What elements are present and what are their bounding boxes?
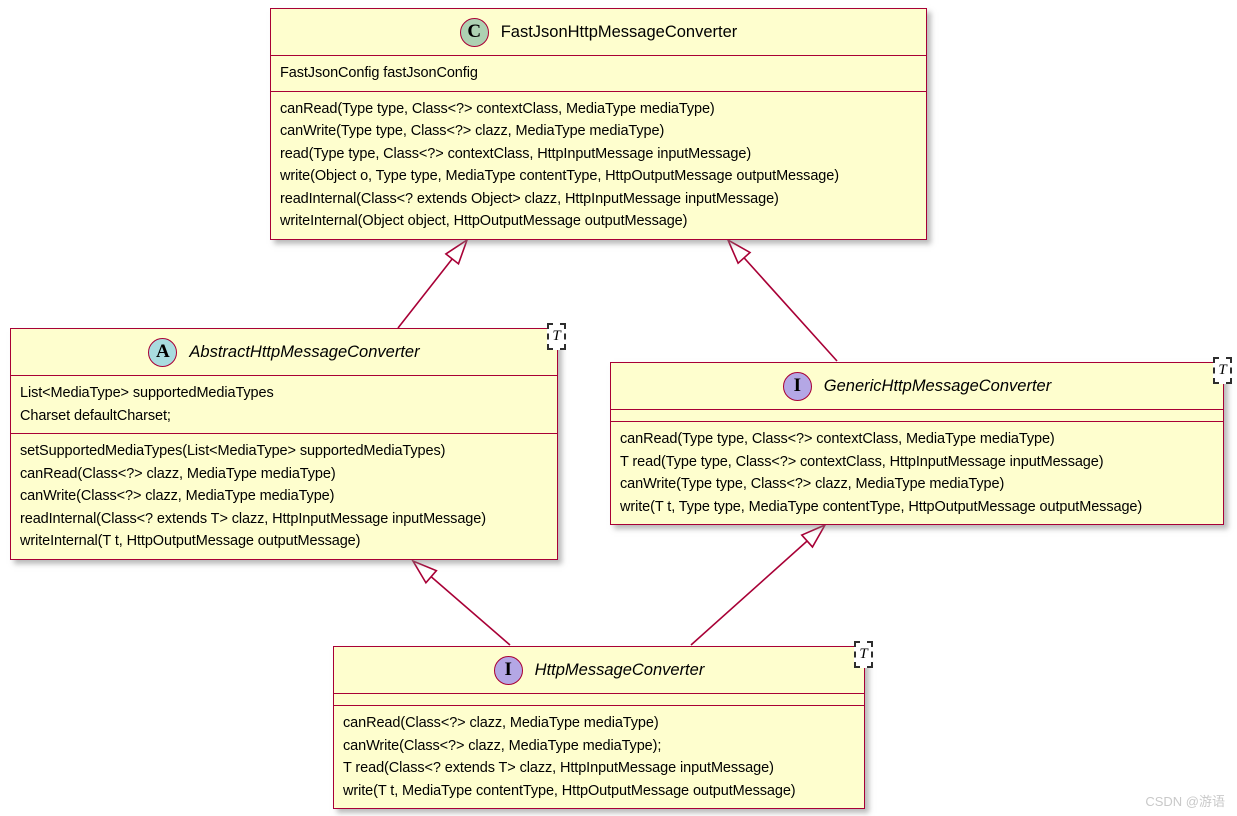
- member-line: canRead(Type type, Class<?> contextClass…: [280, 100, 715, 117]
- generalization-arrow-generic-to-fastjson: [726, 238, 838, 362]
- member-line: read(Type type, Class<?> contextClass, H…: [280, 145, 752, 162]
- template-parameter-box: T: [854, 641, 873, 668]
- member-line: readInternal(Class<? extends T> clazz, H…: [20, 510, 486, 527]
- member-line: canWrite(Class<?> clazz, MediaType media…: [20, 488, 335, 504]
- generalization-arrow-httpconv-to-abstract: [411, 559, 511, 646]
- class-name: HttpMessageConverter: [534, 660, 705, 679]
- member-line: canRead(Class<?> clazz, MediaType mediaT…: [343, 715, 659, 731]
- class-stereotype-icon: C: [459, 17, 489, 47]
- fields-section-empty: [611, 410, 1223, 422]
- member-line: readInternal(Class<? extends Object> cla…: [280, 190, 779, 207]
- methods-list: canRead(Type type, Class<?> contextClass…: [620, 428, 1214, 518]
- member-line: Charset defaultCharset;: [20, 407, 171, 424]
- class-name: AbstractHttpMessageConverter: [189, 342, 420, 361]
- methods-list: canRead(Class<?> clazz, MediaType mediaT…: [343, 712, 855, 802]
- methods-section: canRead(Class<?> clazz, MediaType mediaT…: [334, 706, 864, 808]
- member-line: canWrite(Type type, Class<?> clazz, Medi…: [620, 476, 1005, 492]
- member-line: FastJsonConfig fastJsonConfig: [280, 65, 478, 81]
- member-line: setSupportedMediaTypes(List<MediaType> s…: [20, 443, 446, 459]
- member-line: writeInternal(Object object, HttpOutputM…: [280, 213, 688, 229]
- class-title-bar: I GenericHttpMessageConverter: [611, 363, 1223, 410]
- class-name: FastJsonHttpMessageConverter: [500, 22, 738, 41]
- member-line: canRead(Type type, Class<?> contextClass…: [620, 431, 1055, 447]
- member-line: writeInternal(T t, HttpOutputMessage out…: [20, 533, 361, 549]
- member-line: write(T t, Type type, MediaType contentT…: [620, 498, 1143, 515]
- member-line: T read(Type type, Class<?> contextClass,…: [620, 453, 1104, 470]
- fields-list: FastJsonConfig fastJsonConfig: [280, 62, 917, 85]
- generalization-arrow-httpconv-to-generic: [690, 523, 827, 646]
- template-parameter-box: T: [547, 323, 566, 350]
- methods-list: setSupportedMediaTypes(List<MediaType> s…: [20, 440, 548, 553]
- methods-list: canRead(Type type, Class<?> contextClass…: [280, 98, 917, 233]
- member-line: T read(Class<? extends T> clazz, HttpInp…: [343, 760, 774, 776]
- template-parameter-box: T: [1213, 357, 1232, 384]
- watermark: CSDN @游语: [1145, 794, 1225, 809]
- generalization-arrow-abstract-to-fastjson: [397, 238, 469, 329]
- class-box-generichttpmessageconverter: T I GenericHttpMessageConverter canRead(…: [610, 357, 1232, 525]
- methods-section: canRead(Type type, Class<?> contextClass…: [611, 422, 1223, 524]
- class-box-fastjsonhttpmessageconverter: C FastJsonHttpMessageConverter FastJsonC…: [270, 8, 927, 240]
- abstract-stereotype-icon: A: [148, 337, 178, 367]
- methods-section: setSupportedMediaTypes(List<MediaType> s…: [11, 434, 557, 559]
- member-line: write(Object o, Type type, MediaType con…: [280, 168, 839, 184]
- member-line: List<MediaType> supportedMediaTypes: [20, 385, 274, 401]
- class-title-bar: C FastJsonHttpMessageConverter: [271, 9, 926, 56]
- member-line: canWrite(Class<?> clazz, MediaType media…: [343, 737, 662, 754]
- fields-section: FastJsonConfig fastJsonConfig: [271, 56, 926, 92]
- class-name: GenericHttpMessageConverter: [823, 376, 1052, 395]
- fields-section-empty: [334, 694, 864, 706]
- member-line: canRead(Class<?> clazz, MediaType mediaT…: [20, 465, 336, 482]
- member-line: write(T t, MediaType contentType, HttpOu…: [343, 782, 796, 799]
- class-box-httpmessageconverter: T I HttpMessageConverter canRead(Class<?…: [333, 641, 873, 809]
- class-title-bar: A AbstractHttpMessageConverter: [11, 329, 557, 376]
- member-line: canWrite(Type type, Class<?> clazz, Medi…: [280, 123, 665, 139]
- interface-stereotype-icon: I: [493, 655, 523, 685]
- class-title-bar: I HttpMessageConverter: [334, 647, 864, 694]
- class-box-abstracthttpmessageconverter: T A AbstractHttpMessageConverter List<Me…: [10, 323, 566, 560]
- methods-section: canRead(Type type, Class<?> contextClass…: [271, 92, 926, 239]
- interface-stereotype-icon: I: [782, 371, 812, 401]
